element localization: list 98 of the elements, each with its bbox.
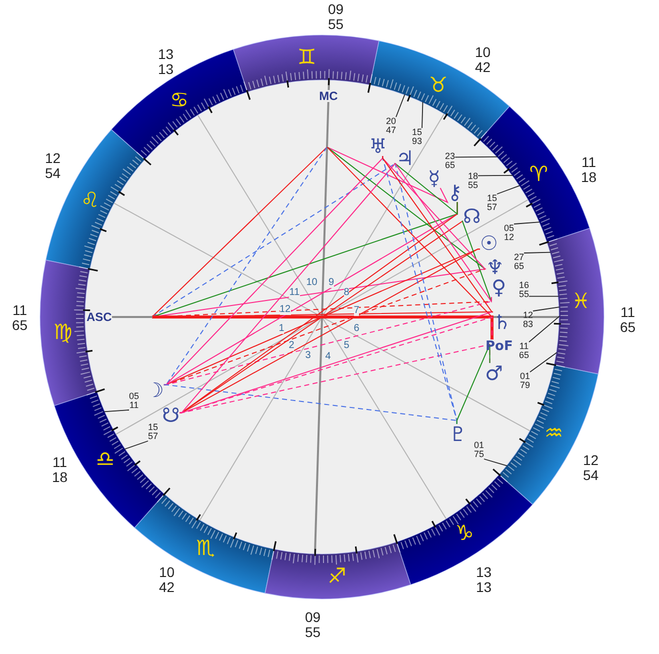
house-number: 11: [289, 288, 300, 298]
aspect-line: [152, 316, 494, 340]
aspect-line: [382, 156, 486, 270]
planet-symbol: ♂: [485, 363, 503, 383]
cusp-degree-label: 09 55: [305, 610, 321, 640]
house-number: 9: [328, 278, 334, 288]
house-number: 3: [305, 351, 311, 361]
aspect-line: [382, 156, 494, 312]
degree-label: 15 57: [148, 423, 158, 441]
zodiac-band-segment: [45, 129, 145, 270]
house-number: 1: [278, 324, 284, 334]
leader-line: [528, 316, 560, 342]
degree-label: 05 11: [129, 392, 140, 410]
planet-symbol: ☋: [162, 405, 180, 425]
cusp-degree-label: 11 18: [52, 455, 68, 485]
zodiac-sign-symbol: ♒: [544, 422, 564, 444]
leader-line: [478, 174, 514, 176]
planet-symbol: ♀: [492, 277, 506, 297]
angle-label: MC: [319, 90, 338, 102]
aspect-line: [456, 344, 490, 424]
cusp-degree-label: 11 65: [12, 303, 28, 333]
aspect-line: [152, 163, 396, 318]
house-number: 10: [306, 278, 318, 288]
zodiac-band-segment: [233, 35, 379, 93]
aspect-line: [152, 146, 328, 318]
point-label: PoF: [486, 340, 513, 352]
leader-line: [514, 222, 540, 224]
cusp-degree-label: 09 55: [328, 2, 344, 32]
zodiac-sign-symbol: ♏: [196, 538, 215, 560]
zodiac-sign-symbol: ♍: [53, 322, 72, 343]
degree-label: 05 12: [504, 224, 514, 242]
degree-label: 27 65: [514, 253, 524, 271]
house-number: 6: [354, 324, 360, 334]
zodiac-sign-symbol: ♐: [328, 566, 346, 587]
leader-line: [532, 306, 560, 312]
leader-line: [422, 101, 424, 128]
cusp-degree-label: 10 42: [475, 45, 491, 75]
cusp-degree-label: 11 65: [620, 305, 636, 335]
cusp-degree-label: 12 54: [45, 151, 61, 181]
aspect-line: [394, 163, 458, 216]
leader-line: [454, 156, 498, 158]
leader-line: [484, 458, 508, 466]
zodiac-sign-symbol: ♎: [96, 449, 115, 470]
leader-line: [528, 296, 560, 297]
leader-line: [496, 185, 520, 194]
degree-label: 18 55: [468, 172, 478, 190]
zodiac-sign-symbol: ♑: [455, 523, 474, 544]
house-number: 8: [344, 288, 350, 298]
degree-label: 23 65: [445, 152, 456, 170]
planet-symbol: ☽: [146, 380, 164, 400]
planet-symbol: ♃: [396, 148, 414, 168]
degree-label: 15 57: [487, 194, 498, 212]
aspect-line: [179, 163, 396, 414]
leader-line: [104, 410, 130, 412]
zodiac-sign-symbol: ♊: [297, 47, 316, 68]
aspect-line: [462, 220, 492, 302]
degree-label: 11 65: [519, 342, 530, 360]
planet-symbol: ♄: [493, 312, 511, 332]
zodiac-band-segment: [546, 228, 604, 374]
planet-symbol: ⚷: [448, 182, 462, 202]
zodiac-sign-symbol: ♓: [572, 291, 590, 312]
degree-label: 16 55: [519, 281, 530, 299]
planet-symbol: ☿: [428, 168, 440, 188]
leader-line: [524, 252, 551, 254]
degree-label: 01 79: [520, 372, 530, 390]
cusp-degree-label: 12 54: [583, 453, 599, 483]
zodiac-band-segment: [111, 49, 248, 160]
cusp-degree-label: 10 42: [159, 565, 175, 595]
aspect-line: [326, 146, 492, 340]
house-number: 5: [344, 341, 350, 351]
zodiac-band-segment: [134, 494, 275, 594]
house-number: 12: [280, 305, 291, 315]
zodiac-sign-symbol: ♉: [428, 74, 448, 96]
cusp-degree-label: 11 18: [581, 155, 597, 185]
zodiac-sign-symbol: ♌: [80, 190, 100, 212]
aspect-line: [394, 163, 492, 303]
planet-symbol: ☊: [463, 206, 481, 226]
planet-symbol: ☉: [480, 233, 498, 253]
house-number: 2: [288, 341, 294, 351]
cusp-degree-label: 13 13: [158, 47, 174, 77]
degree-label: 15 93: [412, 128, 422, 146]
zodiac-sign-symbol: ♋: [170, 90, 189, 111]
leader-line: [124, 440, 148, 450]
zodiac-band-segment: [265, 541, 411, 599]
house-number: 7: [354, 306, 360, 316]
cusp-degree-label: 13 13: [476, 565, 492, 595]
leader-line: [530, 352, 558, 372]
planet-symbol: ♇: [449, 424, 467, 444]
degree-label: 20 47: [386, 117, 396, 135]
degree-label: 01 75: [474, 441, 484, 459]
zodiac-sign-symbol: ♈: [529, 164, 548, 185]
planet-symbol: ♆: [486, 257, 504, 277]
planet-symbol: ♅: [369, 136, 387, 156]
aspect-line: [326, 146, 449, 204]
degree-label: 12 83: [523, 311, 534, 329]
aspect-line: [179, 344, 490, 414]
angle-label: ASC: [86, 311, 112, 323]
house-number: 4: [325, 352, 331, 362]
